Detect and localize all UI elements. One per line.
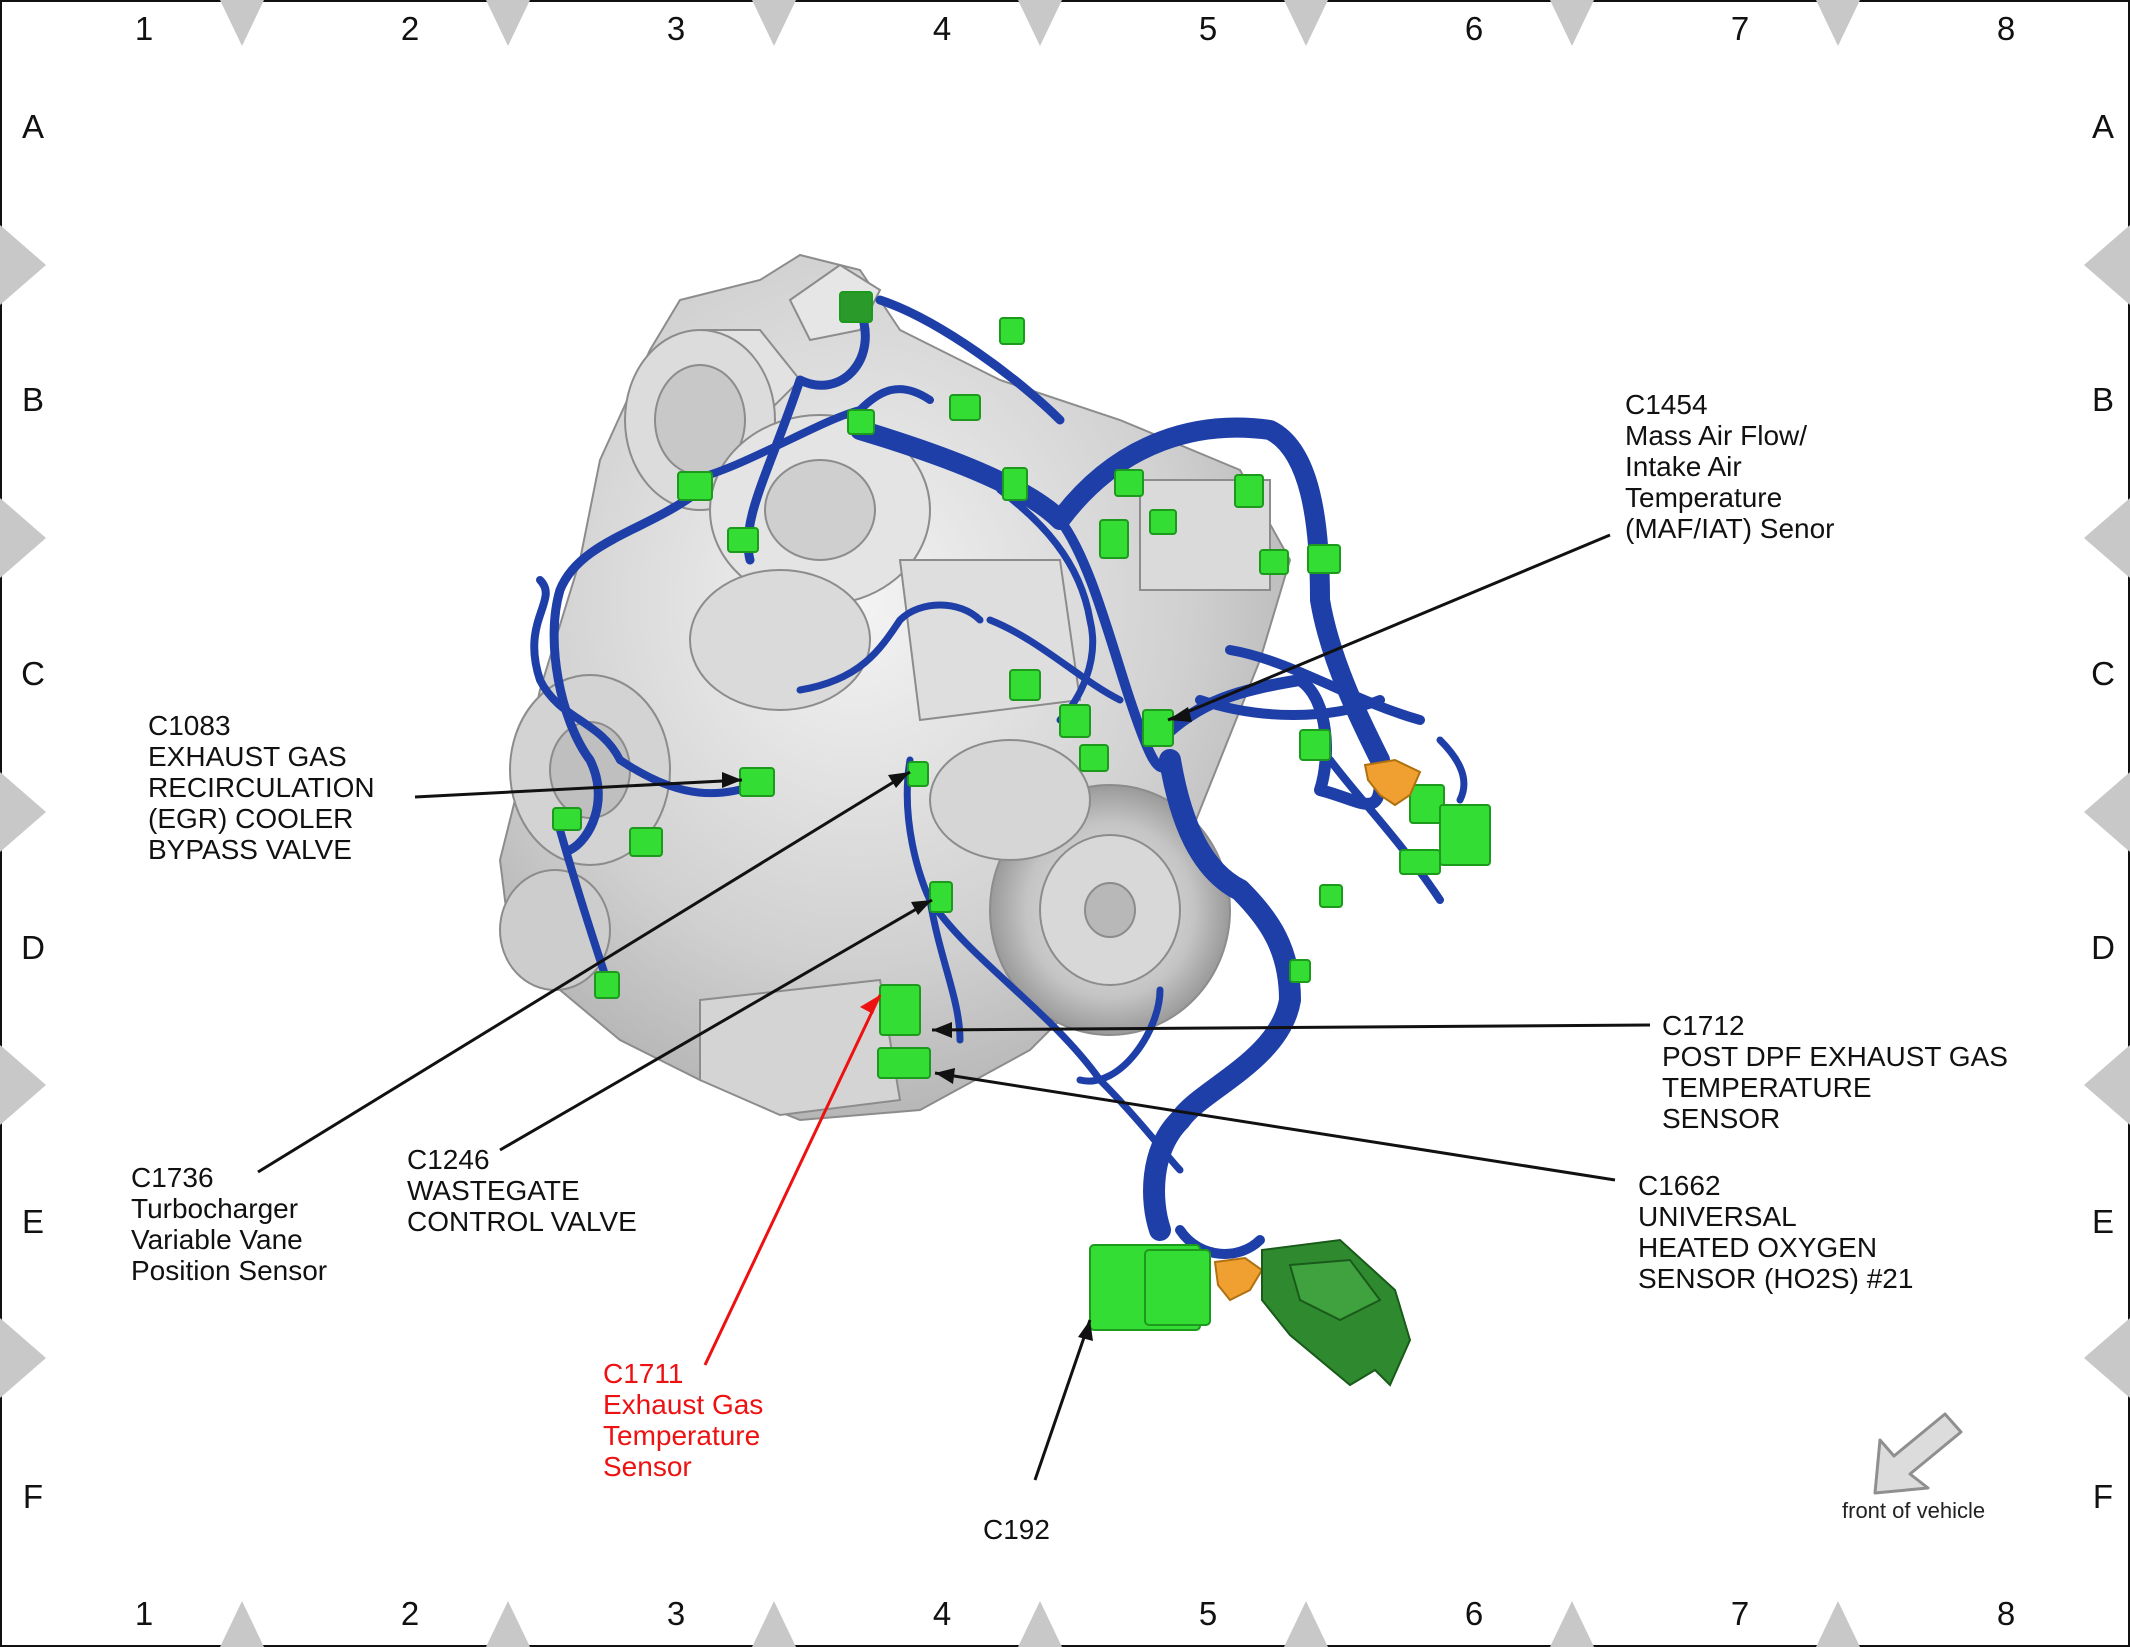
callout-line: RECIRCULATION [148,772,375,803]
callout-c1454: C1454 Mass Air Flow/ Intake Air Temperat… [1625,389,1835,544]
callout-c192: C192 [983,1514,1050,1545]
callout-c1736: C1736 Turbocharger Variable Vane Positio… [131,1162,327,1286]
grid-column-label: 3 [666,1595,686,1632]
grid-column-label: 2 [400,10,420,47]
grid-row-label: E [2091,1203,2114,1240]
callout-line: Variable Vane [131,1224,303,1255]
leader-arrowheads [722,707,1192,1341]
arrow-down-left-icon [1873,1412,1963,1495]
grid-column-label: 5 [1198,10,1218,47]
front-of-vehicle-label: front of vehicle [1842,1498,1986,1523]
grid-column-label: 4 [932,1595,952,1632]
callout-code: C1083 [148,710,231,741]
callout-line: EXHAUST GAS [148,741,347,772]
callout-line: Sensor [603,1451,692,1482]
callout-line: Mass Air Flow/ [1625,420,1808,451]
callout-code: C1711 [603,1358,684,1389]
callout-line: POST DPF EXHAUST GAS [1662,1041,2008,1072]
callout-line: WASTEGATE [407,1175,580,1206]
callout-line: Temperature [603,1420,761,1451]
grid-row-label: A [21,108,44,145]
grid-row-label: D [21,929,45,966]
grid-row-label: F [2092,1478,2114,1515]
grid-column-label: 7 [1730,10,1750,47]
grid-row-label: D [2091,929,2115,966]
grid-column-label: 1 [134,10,154,47]
callout-line: HEATED OXYGEN [1638,1232,1878,1263]
grid-row-label: C [2091,655,2115,692]
leader-lines [257,533,1651,1481]
callout-line: (EGR) COOLER [148,803,354,834]
callout-line: SENSOR [1662,1103,1781,1134]
orange-connectors [1213,758,1422,1302]
callout-code: C1246 [407,1144,490,1175]
callout-line: Intake Air [1625,451,1742,482]
grid-row-label: A [2091,108,2114,145]
callout-line: UNIVERSAL [1638,1201,1797,1232]
grid-column-label: 2 [400,1595,420,1632]
callout-c1246: C1246 WASTEGATE CONTROL VALVE [407,1144,637,1237]
callout-c1712: C1712 POST DPF EXHAUST GAS TEMPERATURE S… [1662,1010,2008,1134]
grid-column-label: 6 [1464,10,1484,47]
callout-line: TEMPERATURE [1662,1072,1872,1103]
callout-code: C1454 [1625,389,1708,420]
leader-line-c1711 [703,994,882,1366]
callout-line: SENSOR (HO2S) #21 [1638,1263,1914,1294]
grid-column-label: 6 [1464,1595,1484,1632]
grid-column-label: 8 [1996,1595,2016,1632]
callout-code: C1712 [1662,1010,1745,1041]
connectors [552,291,1491,1331]
grid-row-label: B [21,381,44,418]
callout-code: C1662 [1638,1170,1721,1201]
grid-row-label: E [21,1203,44,1240]
callout-line: Position Sensor [131,1255,328,1286]
grid-row-label: B [2091,381,2114,418]
callout-line: (MAF/IAT) Senor [1625,513,1835,544]
grid-column-label: 4 [932,10,952,47]
grid-column-label: 5 [1198,1595,1218,1632]
callout-line: CONTROL VALVE [407,1206,637,1237]
pcm-module [1261,1238,1412,1387]
grid-column-label: 7 [1730,1595,1750,1632]
grid-column-label: 3 [666,10,686,47]
callout-line: Temperature [1625,482,1783,513]
leader-arrowhead-c1711 [860,995,880,1014]
callout-code: C1736 [131,1162,214,1193]
callout-c1662: C1662 UNIVERSAL HEATED OXYGEN SENSOR (HO… [1638,1170,1913,1294]
callout-code: C192 [983,1514,1050,1545]
callout-line: Exhaust Gas [603,1389,764,1420]
callout-c1711: C1711 Exhaust Gas Temperature Sensor [603,1358,763,1482]
grid-column-label: 1 [134,1595,154,1632]
callout-line: BYPASS VALVE [148,834,352,865]
grid-row-label: C [21,655,45,692]
callout-c1083: C1083 EXHAUST GAS RECIRCULATION (EGR) CO… [148,710,375,865]
callout-line: Turbocharger [131,1193,299,1224]
grid-column-label: 8 [1996,10,2016,47]
grid-row-label: F [22,1478,44,1515]
